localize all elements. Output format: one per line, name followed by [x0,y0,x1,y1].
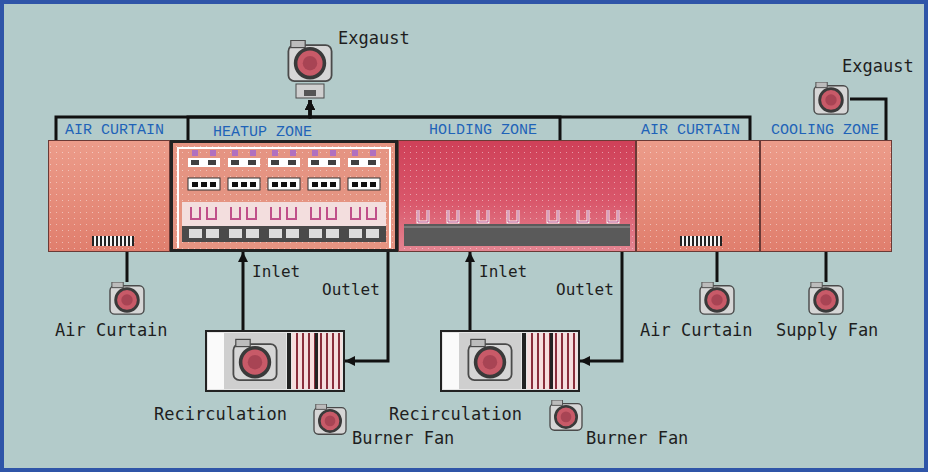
duct-label: Outlet [322,280,380,299]
duct-line [825,252,828,282]
duct-label: Inlet [252,262,300,281]
duct-line [469,252,472,330]
recirculation-unit: Recirculation [205,330,345,392]
duct-line [345,252,388,361]
recirculation-unit: Recirculation [440,330,580,392]
duct-line [126,252,129,282]
equipment-label: Air Curtain [55,320,168,340]
zone-box: AIR CURTAIN [48,140,170,252]
equipment-label: Supply Fan [776,320,878,340]
equipment-label: Exgaust [842,56,914,76]
zone-label: COOLING ZONE [771,122,879,139]
duct-line [310,100,560,140]
zone-box: AIR CURTAIN [636,140,760,252]
burner-fan: Burner Fan [548,400,584,432]
duct-line [310,100,750,140]
zone-label: HEATUP ZONE [213,124,312,141]
duct-line [580,252,622,361]
equipment-label: Recirculation [154,404,287,424]
supply-fan: Supply Fan [806,282,846,316]
exhaust-fan: Exgaust [286,40,334,100]
zone-label: HOLDING ZONE [429,122,537,139]
zone-label: AIR CURTAIN [641,122,740,139]
air-curtain-fan: Air Curtain [108,282,146,316]
equipment-label: Air Curtain [640,320,753,340]
zone-box: HOLDING ZONE [398,140,636,252]
zone-box: HEATUP ZONE [170,140,398,252]
equipment-label: Burner Fan [352,428,454,448]
equipment-label: Recirculation [389,404,522,424]
equipment-label: Burner Fan [586,428,688,448]
equipment-label: Exgaust [338,28,410,48]
air-curtain-fan: Air Curtain [698,282,736,316]
duct-line [716,252,719,282]
duct-label: Inlet [479,262,527,281]
duct-line [242,252,245,330]
exhaust-fan: Exgaust [812,82,850,116]
zone-label: AIR CURTAIN [65,122,164,139]
zone-box: COOLING ZONE [760,140,892,252]
burner-fan: Burner Fan [312,404,348,436]
duct-label: Outlet [556,280,614,299]
